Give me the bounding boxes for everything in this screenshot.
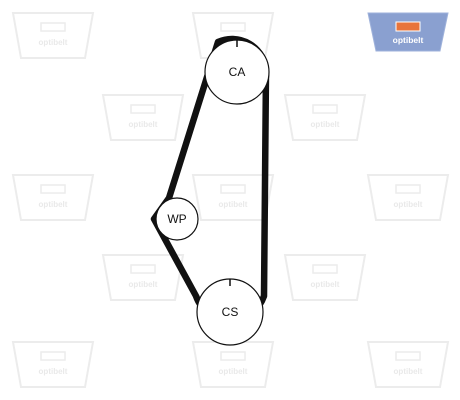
watermark-text: optibelt <box>394 367 423 376</box>
watermark-text: optibelt <box>219 367 248 376</box>
watermark-text: optibelt <box>219 200 248 209</box>
watermark-text: optibelt <box>39 200 68 209</box>
watermark-tile: optibelt <box>366 174 450 221</box>
watermark-text: optibelt <box>311 280 340 289</box>
watermark-tile: optibelt <box>101 94 185 141</box>
pulley-wp: WP <box>155 197 199 241</box>
watermark-tile: optibelt <box>191 341 275 388</box>
watermark-tile: optibelt <box>101 254 185 301</box>
pulley-label-ca: CA <box>229 65 246 79</box>
watermark-tile: optibelt <box>11 174 95 221</box>
watermark-text: optibelt <box>129 120 158 129</box>
optibelt-logo: optibelt <box>367 12 449 52</box>
watermark-text: optibelt <box>39 38 68 47</box>
logo-text: optibelt <box>393 35 424 45</box>
watermark-tile: optibelt <box>366 341 450 388</box>
pulley-ca: CA <box>204 39 270 105</box>
watermark-text: optibelt <box>129 280 158 289</box>
watermark-tile: optibelt <box>283 94 367 141</box>
watermark-text: optibelt <box>394 200 423 209</box>
watermark-text: optibelt <box>39 367 68 376</box>
watermark-text: optibelt <box>311 120 340 129</box>
watermark-tile: optibelt <box>11 341 95 388</box>
pulley-cs: CS <box>196 278 264 346</box>
pulley-label-cs: CS <box>222 305 239 319</box>
watermark-tile: optibelt <box>191 174 275 221</box>
pulley-label-wp: WP <box>167 212 186 226</box>
watermark-tile: optibelt <box>283 254 367 301</box>
watermark-tile: optibelt <box>11 12 95 59</box>
